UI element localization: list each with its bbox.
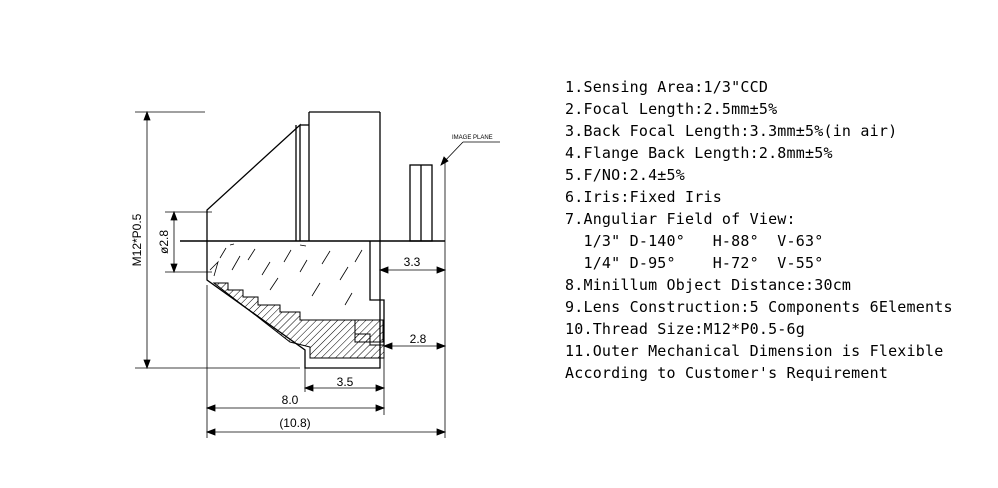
back-focal-dimension: 3.3 [404, 255, 421, 269]
spec-customer-requirement: According to Customer's Requirement [565, 364, 889, 382]
spec-back-focal-length: 3.Back Focal Length:3.3mm±5%(in air) [565, 122, 898, 140]
spec-iris: 6.Iris:Fixed Iris [565, 188, 722, 206]
flange-dimension: 2.8 [410, 332, 427, 346]
spec-focal-length: 2.Focal Length:2.5mm±5% [565, 100, 778, 118]
total-length-dimension: (10.8) [279, 416, 310, 430]
spec-fov-1-3: 1/3" D-140° H-88° V-63° [565, 232, 824, 250]
spec-min-object-distance: 8.Minillum Object Distance:30cm [565, 276, 852, 294]
spec-lens-construction: 9.Lens Construction:5 Components 6Elemen… [565, 298, 953, 316]
spec-flange-back-length: 4.Flange Back Length:2.8mm±5% [565, 144, 833, 162]
spec-outer-dimension: 11.Outer Mechanical Dimension is Flexibl… [565, 342, 944, 360]
dimension-lines [135, 110, 500, 438]
spec-field-of-view: 7.Anguliar Field of View: [565, 210, 796, 228]
thread-size-label: M12*P0.5 [130, 213, 144, 266]
spec-fov-1-4: 1/4" D-95° H-72° V-55° [565, 254, 824, 272]
spec-thread-size: 10.Thread Size:M12*P0.5-6g [565, 320, 805, 338]
spec-f-number: 5.F/NO:2.4±5% [565, 166, 685, 184]
diameter-label: ø2.8 [157, 230, 171, 254]
spec-sensing-area: 1.Sensing Area:1/3"CCD [565, 78, 769, 96]
lens-length-dimension: 8.0 [282, 393, 299, 407]
thread-length-dimension: 3.5 [337, 375, 354, 389]
image-plane-label: IMAGE PLANE [452, 135, 493, 141]
spec-list: 1.Sensing Area:1/3"CCD 2.Focal Length:2.… [565, 76, 953, 384]
lens-housing-section [212, 282, 385, 368]
lens-glass-section [209, 243, 363, 306]
